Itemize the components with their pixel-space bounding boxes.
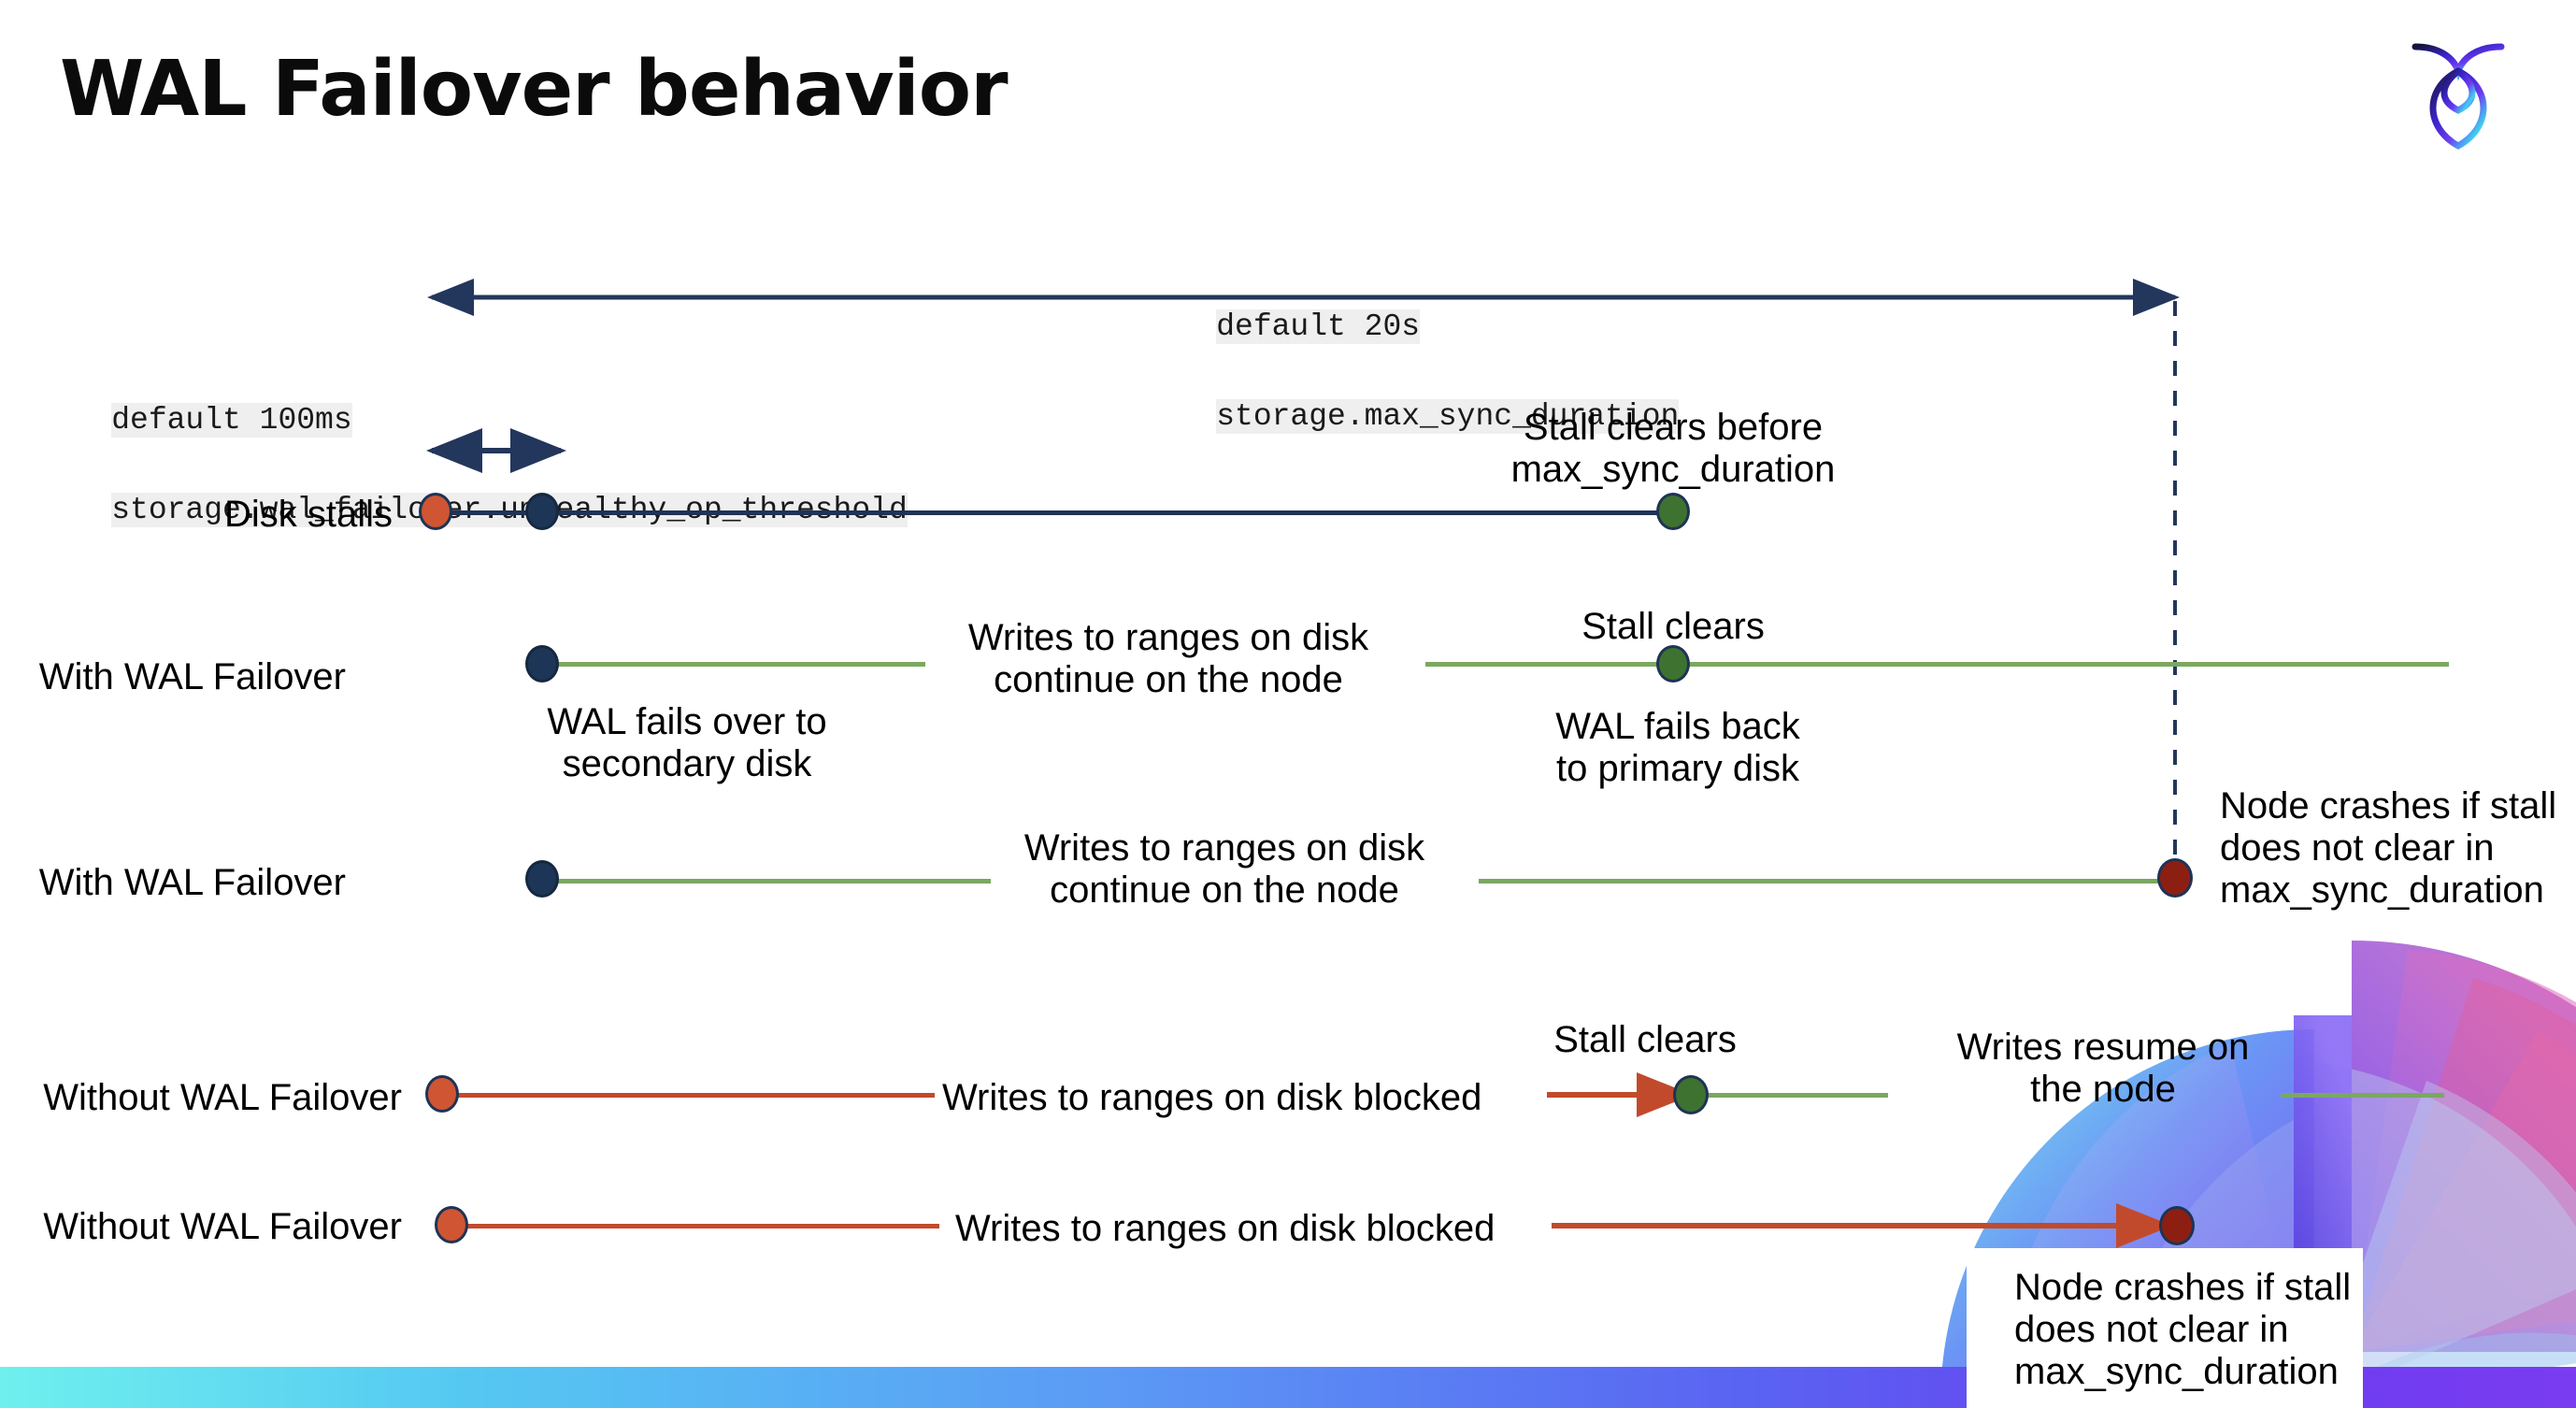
callout-stall-clears-2: Stall clears [1553, 1019, 1737, 1060]
timeline-disk-stalls [435, 510, 1673, 515]
row-label-with-wal-failover-1: With WAL Failover [38, 656, 346, 697]
cockroachdb-logo-icon [2402, 30, 2514, 151]
row-label-disk-stalls: Disk stalls [223, 494, 393, 535]
annotation-max-sync-duration: default 20s storage.max_sync_duration [1142, 260, 1680, 483]
page-title: WAL Failover behavior [60, 45, 1009, 134]
timeline-with-failover-1-seg2 [1425, 662, 2449, 667]
annotation-max-sync-duration-line1: default 20s [1216, 309, 1421, 344]
timeline-with-failover-2-seg1 [542, 879, 991, 884]
annotation-max-sync-duration-line2: storage.max_sync_duration [1216, 398, 1680, 434]
row-label-with-wal-failover-2: With WAL Failover [38, 862, 346, 903]
dot-stall-cleared-without-failover-1 [1673, 1075, 1709, 1114]
note-card-background [1967, 1248, 2363, 1408]
timeline-without-failover-2-red [453, 1224, 939, 1228]
dot-stall-cleared-disk-stalls [1656, 493, 1690, 530]
annotation-unhealthy-op-threshold-line2: storage.wal_failover.unhealthy_op_thresh… [111, 492, 908, 527]
callout-stall-clears-before: Stall clears before max_sync_duration [1510, 407, 1836, 490]
dot-failover-with-failover-2 [525, 860, 559, 898]
callout-writes-blocked-2: Writes to ranges on disk blocked [955, 1208, 1496, 1249]
timeline-without-failover-1-green2 [2281, 1093, 2444, 1098]
dot-stall-start-disk-stalls [419, 493, 452, 530]
row-label-without-wal-failover-2: Without WAL Failover [43, 1206, 402, 1247]
callout-node-crashes-1: Node crashes if stall does not clear in … [2220, 785, 2557, 911]
dot-node-crash-with-failover-2 [2157, 858, 2193, 898]
callout-node-crashes-2: Node crashes if stall does not clear in … [2014, 1267, 2352, 1392]
callout-writes-resume: Writes resume on the node [1956, 1027, 2250, 1110]
annotation-unhealthy-op-threshold: default 100ms storage.wal_failover.unhea… [37, 353, 908, 577]
timeline-without-failover-1-green1 [1706, 1093, 1888, 1098]
annotation-unhealthy-op-threshold-line1: default 100ms [111, 402, 352, 438]
callout-writes-continue-2: Writes to ranges on disk continue on the… [1023, 827, 1425, 911]
callout-writes-continue-1: Writes to ranges on disk continue on the… [967, 617, 1369, 700]
timeline-without-failover-1-red [449, 1093, 935, 1098]
callout-wal-fails-back: WAL fails back to primary disk [1555, 706, 1800, 789]
callout-stall-clears-1: Stall clears [1581, 606, 1765, 647]
dot-node-crash-without-failover-2 [2159, 1206, 2195, 1245]
callout-writes-blocked-1: Writes to ranges on disk blocked [942, 1077, 1482, 1118]
timeline-with-failover-2-seg2 [1479, 879, 2170, 884]
dot-stall-start-without-failover-1 [425, 1075, 459, 1113]
timeline-with-failover-1-seg1 [542, 662, 925, 667]
dot-stall-start-without-failover-2 [435, 1206, 468, 1243]
dot-failover-with-failover-1 [525, 645, 559, 682]
dot-stall-cleared-with-failover-1 [1656, 645, 1690, 682]
callout-wal-fails-over: WAL fails over to secondary disk [547, 701, 827, 784]
row-label-without-wal-failover-1: Without WAL Failover [43, 1077, 402, 1118]
dot-failover-disk-stalls [525, 493, 559, 530]
